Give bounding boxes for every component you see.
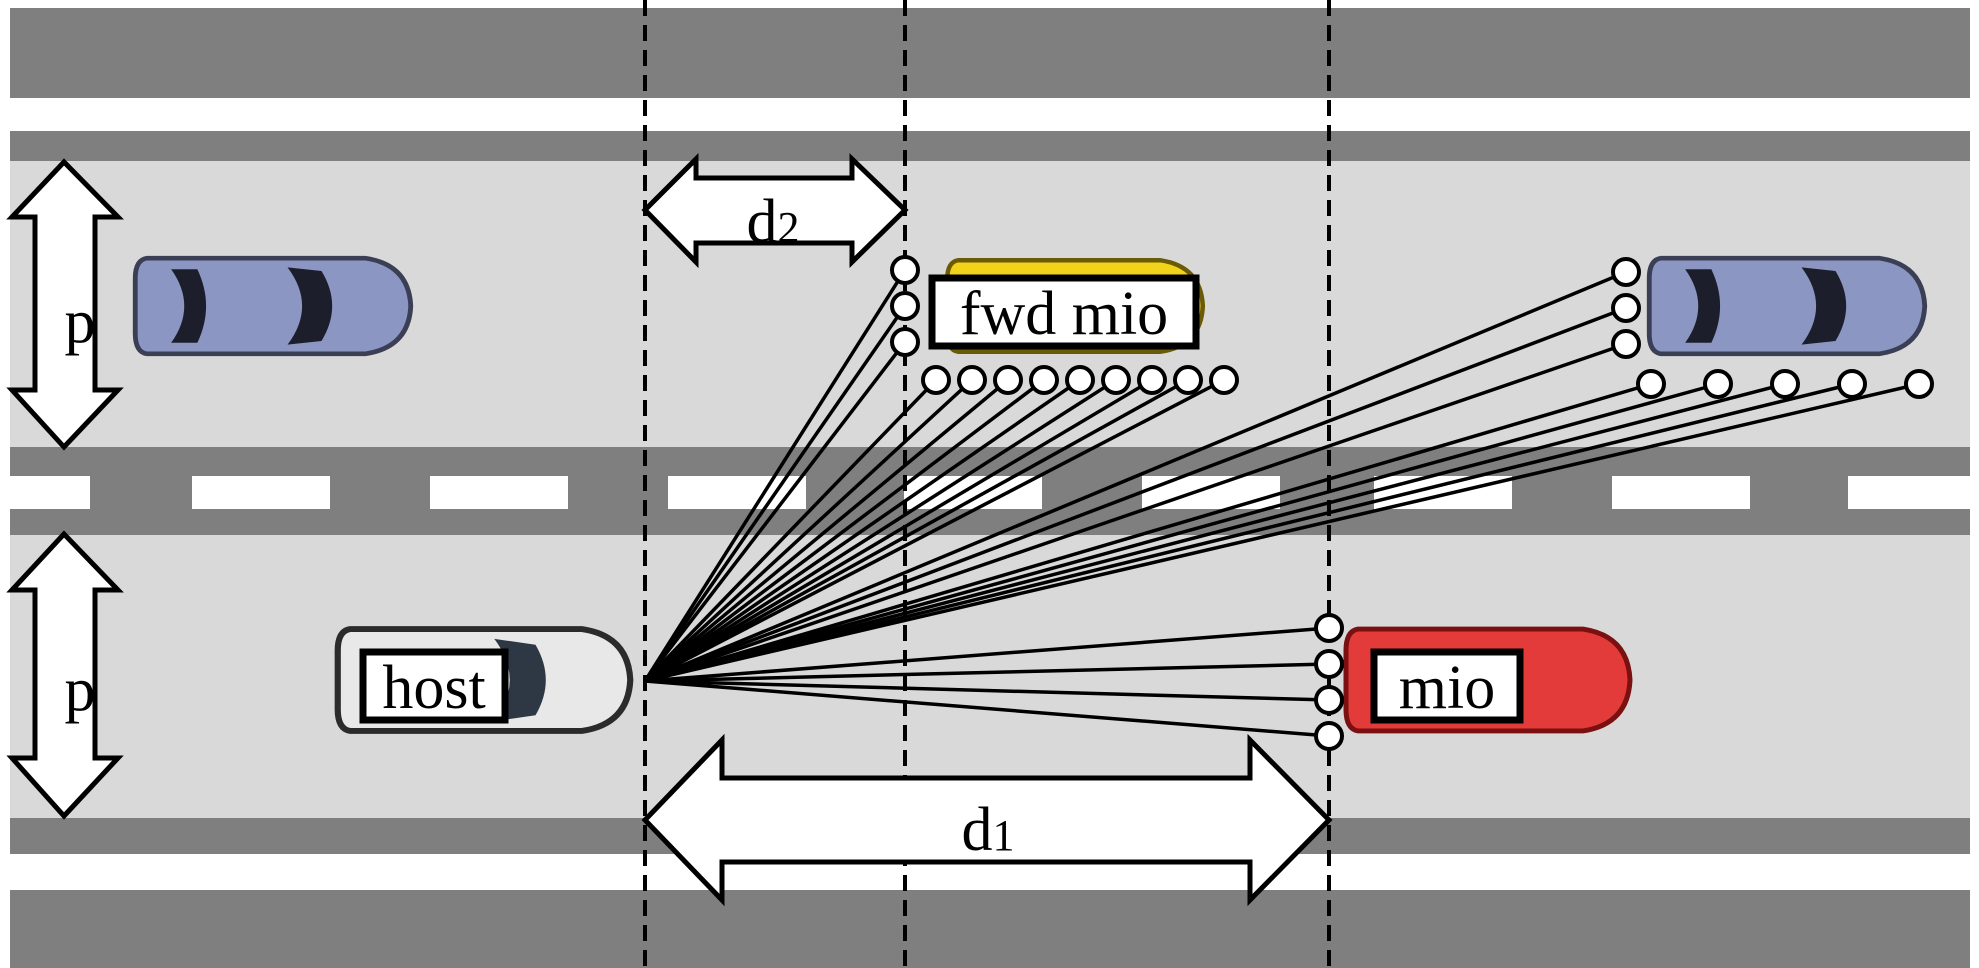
sample-point: [1837, 369, 1867, 399]
bottom-shoulder: [10, 890, 1970, 968]
mio-label-box: mio: [1370, 648, 1524, 724]
top-edge-line: [10, 131, 1970, 161]
sensor-ray: [644, 378, 1081, 683]
sample-point: [1209, 365, 1239, 395]
center-dashes: [10, 476, 1970, 509]
mio-label: mio: [1399, 654, 1495, 722]
sensor-ray: [644, 626, 1330, 683]
sensor-ray: [644, 382, 1652, 683]
d2-label: d2: [747, 188, 800, 256]
sample-point: [957, 365, 987, 395]
d1-arrow: d1: [641, 733, 1333, 907]
sample-point: [1611, 293, 1641, 323]
sample-point: [1101, 365, 1131, 395]
top-white-strip: [10, 98, 1970, 131]
top-shoulder: [10, 8, 1970, 98]
sample-point: [890, 327, 920, 357]
sample-point: [1314, 721, 1344, 751]
sensor-ray: [644, 382, 1920, 683]
sample-point: [1703, 369, 1733, 399]
far-car-icon: [1649, 258, 1924, 354]
sensor-ray: [644, 378, 1189, 683]
sensor-rays: [643, 269, 1920, 738]
p-top-arrow: p: [6, 158, 124, 451]
sensor-ray: [644, 679, 1330, 702]
sample-point: [1770, 369, 1800, 399]
parked-car-icon: [135, 258, 410, 354]
sensor-ray: [643, 378, 1046, 683]
sample-point: [1314, 685, 1344, 715]
d1-label: d1: [962, 796, 1015, 864]
sensor-ray: [644, 378, 1153, 683]
sample-point: [890, 255, 920, 285]
d2-arrow: d2: [641, 152, 909, 269]
sample-point: [1029, 365, 1059, 395]
fwd-mio-label-box: fwd mio: [928, 274, 1200, 350]
host-label: host: [382, 654, 485, 722]
sample-point: [1611, 329, 1641, 359]
sensor-ray: [643, 378, 974, 683]
sensor-ray: [643, 340, 907, 683]
p-bottom-label: p: [65, 656, 96, 724]
sensor-ray: [644, 270, 1627, 683]
sample-point: [1173, 365, 1203, 395]
sample-point: [1314, 613, 1344, 643]
sensor-ray: [643, 269, 907, 682]
sensor-ray: [644, 382, 1786, 683]
sensor-ray: [643, 305, 907, 682]
sample-point: [1636, 369, 1666, 399]
sample-point: [1611, 257, 1641, 287]
p-bottom-arrow: p: [6, 530, 124, 820]
p-top-label: p: [65, 288, 96, 356]
sample-point: [1314, 649, 1344, 679]
sample-point: [1904, 369, 1934, 399]
sensor-ray: [644, 662, 1330, 683]
sample-point: [921, 365, 951, 395]
sample-point: [890, 291, 920, 321]
sensor-ray: [644, 378, 1117, 683]
host-label-box: host: [359, 648, 509, 724]
sensor-ray: [644, 342, 1627, 683]
sensor-ray: [643, 378, 1010, 683]
fwd-mio-label: fwd mio: [960, 280, 1168, 348]
sensor-ray: [644, 306, 1627, 683]
sensor-ray: [644, 382, 1719, 683]
sensor-ray: [644, 679, 1330, 738]
sample-point: [1065, 365, 1095, 395]
sample-point: [1137, 365, 1167, 395]
sensor-ray: [644, 378, 1225, 683]
sensor-ray: [644, 382, 1853, 683]
sensor-ray: [643, 378, 938, 683]
sample-point: [993, 365, 1023, 395]
sample-points: [890, 255, 1934, 751]
